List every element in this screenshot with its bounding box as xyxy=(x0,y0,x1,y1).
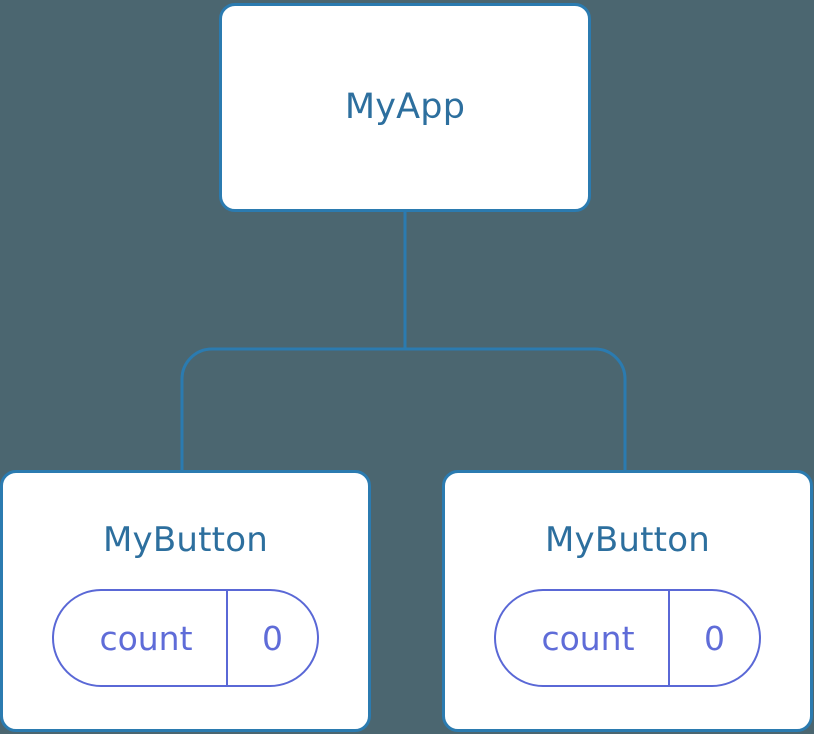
edge-bus-right xyxy=(405,347,627,472)
state-pill[interactable]: count 0 xyxy=(52,589,319,687)
node-title: MyButton xyxy=(103,520,268,560)
state-divider xyxy=(226,591,228,685)
node-title: MyApp xyxy=(344,87,466,127)
state-key: count xyxy=(99,618,193,658)
node-mybutton-right[interactable]: MyButton count 0 xyxy=(442,470,813,732)
node-title: MyButton xyxy=(545,520,710,560)
edge-bus-left xyxy=(180,347,405,472)
state-divider xyxy=(668,591,670,685)
node-myapp[interactable]: MyApp xyxy=(219,3,591,212)
state-value: 0 xyxy=(704,618,725,658)
state-value: 0 xyxy=(262,618,283,658)
state-pill[interactable]: count 0 xyxy=(494,589,761,687)
state-key: count xyxy=(541,618,635,658)
node-mybutton-left[interactable]: MyButton count 0 xyxy=(0,470,371,732)
